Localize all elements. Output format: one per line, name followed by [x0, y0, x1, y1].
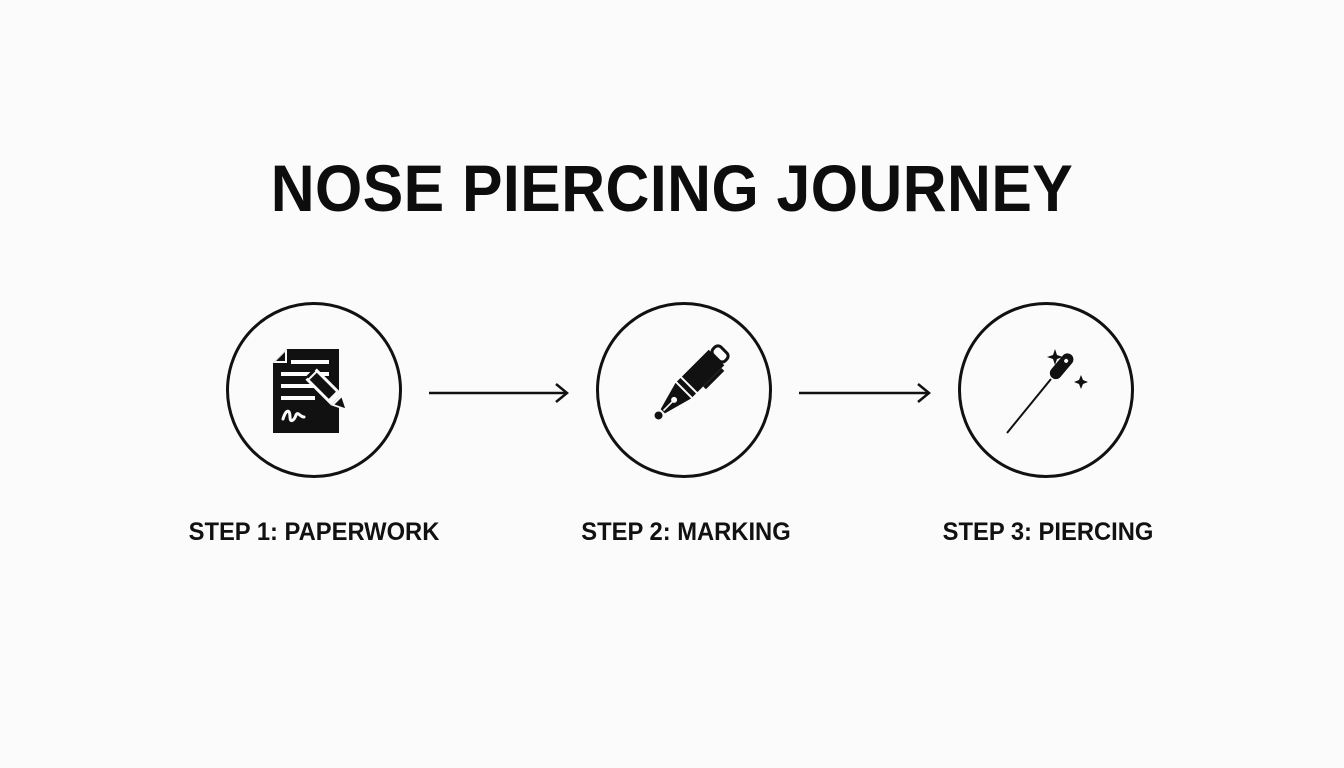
step-connector-arrow-2	[798, 378, 934, 408]
piercing-needle-sparkle-icon	[1006, 349, 1088, 434]
step-2-label: STEP 2: MARKING	[581, 518, 791, 546]
fountain-pen-icon	[654, 344, 730, 420]
step-1-label: STEP 1: PAPERWORK	[188, 518, 440, 546]
page-title: NOSE PIERCING JOURNEY	[270, 151, 1074, 225]
step-3-circle	[958, 302, 1134, 478]
step-2-circle	[596, 302, 772, 478]
step-connector-arrow-1	[428, 378, 572, 408]
step-1-circle	[226, 302, 402, 478]
document-signature-icon	[273, 349, 348, 433]
step-3-label: STEP 3: PIERCING	[942, 518, 1154, 546]
